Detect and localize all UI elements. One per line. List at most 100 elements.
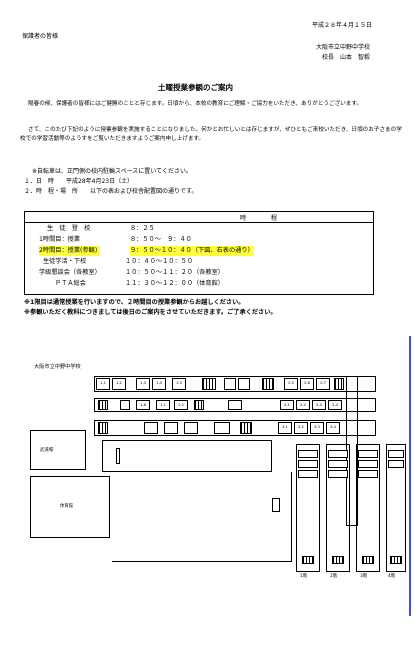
bike-note: ※自転車は、正門側の校内駐輪スペースに置いてください。: [32, 168, 192, 175]
schedule-row: ＰＴＡ総会 １１：３０〜１２：００（体育館）: [25, 279, 373, 289]
schedule-label: 生 徒 登 校: [47, 225, 91, 232]
building-middle: [94, 398, 376, 412]
floor-room: [328, 470, 348, 478]
stairs: [98, 422, 108, 434]
document-date: 平成２８年４月１５日: [312, 22, 373, 29]
floor-room: [298, 450, 318, 458]
schedule-time: １１：３０〜１２：００（体育館）: [125, 280, 224, 287]
stairs: [98, 400, 108, 410]
floor-room: [358, 470, 378, 478]
room: 1-1: [156, 400, 170, 410]
room: 3-1: [278, 422, 292, 434]
budokan-label: 武道場: [40, 448, 54, 453]
room: 1-3: [136, 378, 150, 390]
courtyard: [102, 440, 272, 472]
floor-label: 3階: [360, 574, 368, 579]
page-title: 土曜授業参観のご案内: [158, 83, 233, 92]
stairs: [194, 400, 204, 410]
room: [164, 422, 178, 434]
schedule-time: ８：５０〜 ９：４０: [130, 236, 192, 243]
floor-room: [298, 460, 318, 468]
room: [238, 378, 250, 390]
note-first-period: ※1限目は通常授業を行いますので、２時間目の授業参観からお越しください。: [24, 299, 245, 306]
building-top: [94, 376, 376, 392]
schedule-table: 時 程 生 徒 登 校 ８：２５ 1時間目：授業 ８：５０〜 ９：４０ 2時間目…: [24, 211, 374, 295]
gymnasium: [30, 476, 110, 538]
room: 1-6: [136, 400, 150, 410]
floor-room: [388, 450, 404, 458]
room: [228, 400, 242, 410]
room: 2-4: [328, 400, 342, 410]
schedule-time: １０：５０〜１１：２０（各教室）: [125, 269, 224, 276]
stairs: [332, 556, 344, 564]
schedule-header-row: 時 程: [25, 212, 373, 223]
room: 2-7: [316, 378, 330, 390]
room: [224, 378, 236, 390]
schedule-label: 学級懇談会（各教室）: [39, 269, 101, 276]
budokan: [30, 430, 86, 470]
floor-column: [326, 444, 350, 572]
schedule-time: １０：４０〜１０：５０: [125, 258, 194, 265]
floor-label: 2階: [330, 574, 338, 579]
stairs: [334, 378, 344, 390]
room: 1-2: [112, 378, 126, 390]
floor-column: [356, 444, 380, 572]
room: 2-2: [296, 400, 310, 410]
room: [214, 422, 230, 434]
room: 1-5: [172, 378, 186, 390]
schedule-header: 時 程: [240, 215, 278, 222]
schedule-label: 1時間目：授業: [39, 236, 81, 243]
floor-room: [358, 450, 378, 458]
room: [120, 400, 130, 410]
schedule-row: 1時間目：授業 ８：５０〜 ９：４０: [25, 235, 373, 245]
gym-label: 体育館: [60, 504, 74, 509]
room: [144, 422, 158, 434]
stairs: [202, 378, 216, 390]
schedule-row: 生徒学活・下校 １０：４０〜１０：５０: [25, 257, 373, 267]
floor-room: [358, 460, 378, 468]
floor-room: [388, 460, 404, 468]
stairs: [390, 556, 402, 564]
schedule-label: ＰＴＡ総会: [55, 280, 86, 287]
room: 1-1: [96, 378, 110, 390]
schedule-label: 生徒学活・下校: [43, 258, 87, 265]
schedule-time: ９：５０〜１０：４０（下図、右表の通り）: [130, 246, 254, 256]
room: 2-5: [284, 378, 298, 390]
floor-label: 1階: [300, 574, 308, 579]
item-date: １．日 時 平成28年4月23日（土）: [24, 178, 134, 185]
addressee: 保護者の皆様: [22, 33, 59, 40]
map-border-line: [409, 336, 411, 616]
schedule-row: 生 徒 登 校 ８：２５: [25, 224, 373, 234]
school-map: 大阪市立中野中学校 1-1 1-2 1-3 1-4 1-5 2-5 2-6 2-…: [16, 336, 412, 626]
floor-column: [386, 444, 406, 572]
building-lower: [94, 420, 376, 436]
map-school-label: 大阪市立中野中学校: [34, 364, 81, 370]
courtyard-line: [116, 448, 120, 464]
schedule-row: 学級懇談会（各教室） １０：５０〜１１：２０（各教室）: [25, 268, 373, 278]
room: 2-3: [312, 400, 326, 410]
floor-room: [328, 450, 348, 458]
room: 3-4: [326, 422, 340, 434]
grounds-small-box: [272, 498, 280, 512]
room: [184, 422, 198, 434]
stairs: [262, 378, 274, 390]
stairs: [302, 556, 314, 564]
floor-label: 4階: [388, 574, 396, 579]
room: 1-2: [174, 400, 188, 410]
greeting-paragraph: 陽春の候、保護者の皆様にはご健勝のことと存じます。日頃から、本校の教育にご理解・…: [28, 101, 363, 107]
stairs: [362, 556, 374, 564]
school-name: 大阪市立中野中学校: [316, 44, 371, 51]
schedule-row-highlighted: 2時間目：授業(参観) ９：５０〜１０：４０（下図、右表の通り）: [25, 246, 373, 256]
room: 2-6: [300, 378, 314, 390]
room: 1-4: [152, 378, 166, 390]
schedule-label: 2時間目：授業(参観): [39, 246, 101, 256]
principal-name: 校長 山本 智毅: [322, 54, 371, 61]
floor-room: [298, 470, 318, 478]
floor-room: [328, 460, 348, 468]
floor-column: [296, 444, 320, 572]
item-schedule: ２．時 程・場 所 以下の表および校舎配置図の通りです。: [24, 188, 198, 195]
room: 3-2: [294, 422, 308, 434]
grounds-outline: [112, 472, 292, 562]
schedule-time: ８：２５: [130, 225, 155, 232]
room: 2-1: [280, 400, 294, 410]
